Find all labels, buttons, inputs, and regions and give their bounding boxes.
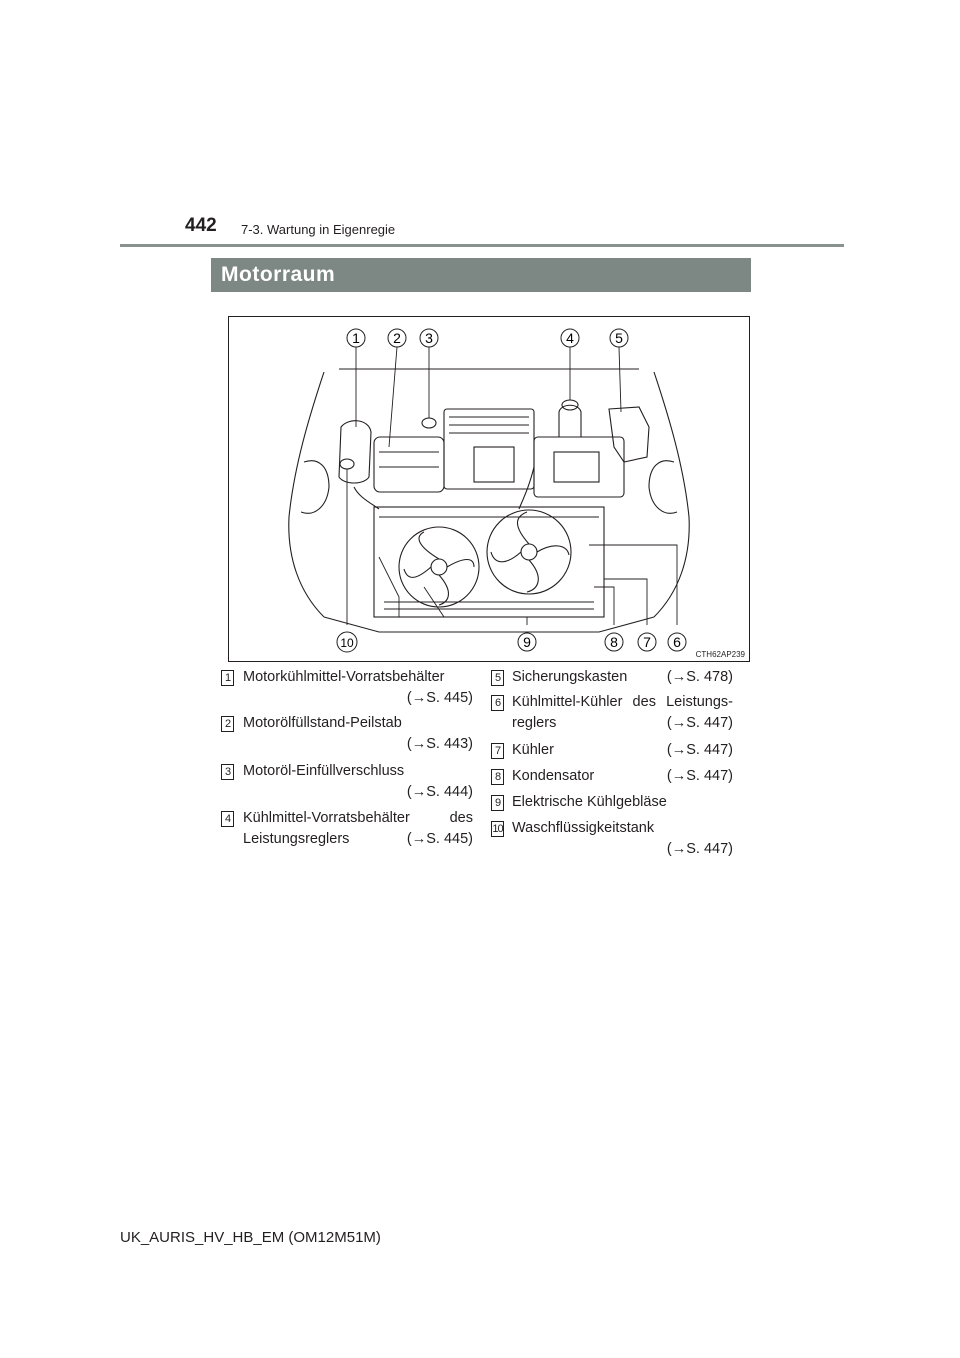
page-reference: (→S. 478) xyxy=(666,669,733,685)
legend-text: Motorkühlmittel-Vorratsbehälter xyxy=(243,669,445,685)
page-reference: (→S. 447) xyxy=(666,841,733,857)
engine-illustration: 1 2 3 4 5 6 7 8 9 10 xyxy=(288,328,690,653)
number-4-icon: 4 xyxy=(221,811,234,827)
page-reference: (→S. 447) xyxy=(666,715,733,731)
legend-text-continued: reglers xyxy=(512,715,557,731)
legend-item-8: 8 Kondensator (→S. 447) xyxy=(491,766,733,788)
engine-compartment-figure: 1 2 3 4 5 6 7 8 9 10 CTH62AP239 xyxy=(228,316,750,662)
svg-text:7: 7 xyxy=(643,634,651,650)
number-2-icon: 2 xyxy=(221,716,234,732)
legend-item-5: 5 Sicherungskasten (→S. 478) xyxy=(491,667,733,689)
legend-text: Kühlmittel-Kühler des Leistungs- xyxy=(512,694,733,710)
section-title: Motorraum xyxy=(211,258,751,292)
section-path: 7-3. Wartung in Eigenregie xyxy=(241,222,396,237)
legend-item-4: 4 Kühlmittel-Vorratsbehälter des Leistun… xyxy=(221,808,473,852)
legend-text: Kühler xyxy=(512,742,554,758)
svg-text:5: 5 xyxy=(615,330,623,346)
legend-item-1: 1 Motorkühlmittel-Vorratsbehälter (→S. 4… xyxy=(221,667,473,711)
svg-text:1: 1 xyxy=(352,330,360,346)
legend-text: Kühlmittel-Vorratsbehälter des xyxy=(243,810,473,826)
svg-text:2: 2 xyxy=(393,330,401,346)
legend-text: Motoröl-Einfüllverschluss xyxy=(243,763,405,779)
callouts: 1 2 3 4 5 6 7 8 9 10 xyxy=(336,328,687,653)
figure-code: CTH62AP239 xyxy=(695,650,745,659)
legend-text: Motorölfüllstand-Peilstab xyxy=(243,715,402,731)
svg-text:8: 8 xyxy=(610,634,618,650)
page-reference: (→S. 447) xyxy=(666,768,733,784)
number-10-icon: 10 xyxy=(491,821,504,837)
callout-4: 4 xyxy=(560,328,580,348)
callout-1: 1 xyxy=(346,328,366,348)
callout-5: 5 xyxy=(609,328,629,348)
svg-text:10: 10 xyxy=(340,636,354,650)
legend-item-6: 6 Kühlmittel-Kühler des Leistungs- regle… xyxy=(491,692,733,736)
svg-text:3: 3 xyxy=(425,330,433,346)
number-6-icon: 6 xyxy=(491,695,504,711)
number-7-icon: 7 xyxy=(491,743,504,759)
legend-text: Elektrische Kühlgebläse xyxy=(512,794,667,810)
page-reference: (→S. 445) xyxy=(406,831,473,847)
header-rule xyxy=(120,244,844,247)
legend-text: Waschflüssigkeitstank xyxy=(512,820,655,836)
legend-text: Sicherungskasten xyxy=(512,669,628,685)
number-1-icon: 1 xyxy=(221,670,234,686)
callout-2: 2 xyxy=(387,328,407,348)
number-3-icon: 3 xyxy=(221,764,234,780)
callout-7: 7 xyxy=(637,632,657,652)
legend-text-continued: Leistungsreglers xyxy=(243,831,350,847)
page-reference: (→S. 443) xyxy=(406,736,473,752)
page-number: 442 xyxy=(185,215,217,236)
number-9-icon: 9 xyxy=(491,795,504,811)
svg-text:9: 9 xyxy=(523,634,531,650)
callout-3: 3 xyxy=(419,328,439,348)
number-8-icon: 8 xyxy=(491,769,504,785)
legend-text: Kondensator xyxy=(512,768,595,784)
page-reference: (→S. 447) xyxy=(666,742,733,758)
page-reference: (→S. 444) xyxy=(406,784,473,800)
number-5-icon: 5 xyxy=(491,670,504,686)
legend-item-3: 3 Motoröl-Einfüllverschluss (→S. 444) xyxy=(221,761,473,805)
svg-text:6: 6 xyxy=(673,634,681,650)
legend-item-2: 2 Motorölfüllstand-Peilstab (→S. 443) xyxy=(221,713,473,757)
page-reference: (→S. 445) xyxy=(406,690,473,706)
callout-10: 10 xyxy=(336,631,358,653)
legend-item-9: 9 Elektrische Kühlgebläse xyxy=(491,792,733,814)
svg-text:4: 4 xyxy=(566,330,574,346)
callout-6: 6 xyxy=(667,632,687,652)
legend-item-10: 10 Waschflüssigkeitstank (→S. 447) xyxy=(491,818,733,862)
document-code: UK_AURIS_HV_HB_EM (OM12M51M) xyxy=(120,1229,381,1246)
legend-item-7: 7 Kühler (→S. 447) xyxy=(491,740,733,762)
callout-9: 9 xyxy=(517,632,537,652)
callout-8: 8 xyxy=(604,632,624,652)
